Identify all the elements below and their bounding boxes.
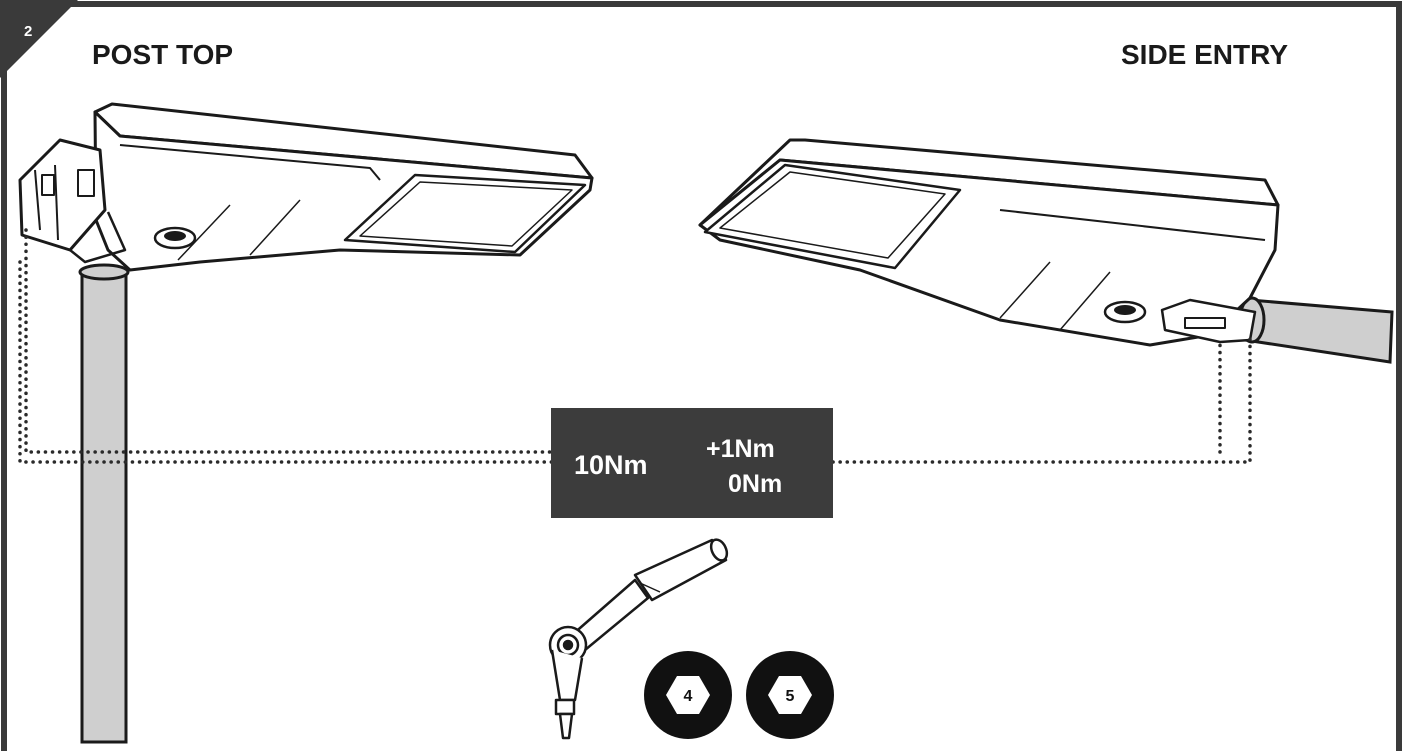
heading-side-entry: SIDE ENTRY (1121, 39, 1288, 70)
torque-nominal: 10Nm (574, 450, 648, 480)
step-badge (0, 0, 78, 78)
torque-tolerance-plus: +1Nm (706, 435, 775, 463)
hex-size-5-label: 5 (786, 688, 795, 705)
hex-size-4-icon: 4 (644, 651, 732, 739)
torque-tolerance-minus: 0Nm (728, 470, 782, 498)
post-top-luminaire (18, 102, 594, 272)
leader-lines (18, 228, 1252, 464)
side-entry-luminaire (698, 138, 1280, 347)
side-entry-pole (1238, 296, 1394, 364)
hex-size-5-icon: 5 (746, 651, 834, 739)
hex-size-4-label: 4 (684, 688, 693, 705)
torque-label-box (551, 408, 833, 518)
post-top-pole (78, 263, 130, 744)
heading-post-top: POST TOP (92, 39, 233, 70)
step-number: 2 (24, 23, 32, 40)
torque-wrench-icon (548, 538, 729, 740)
